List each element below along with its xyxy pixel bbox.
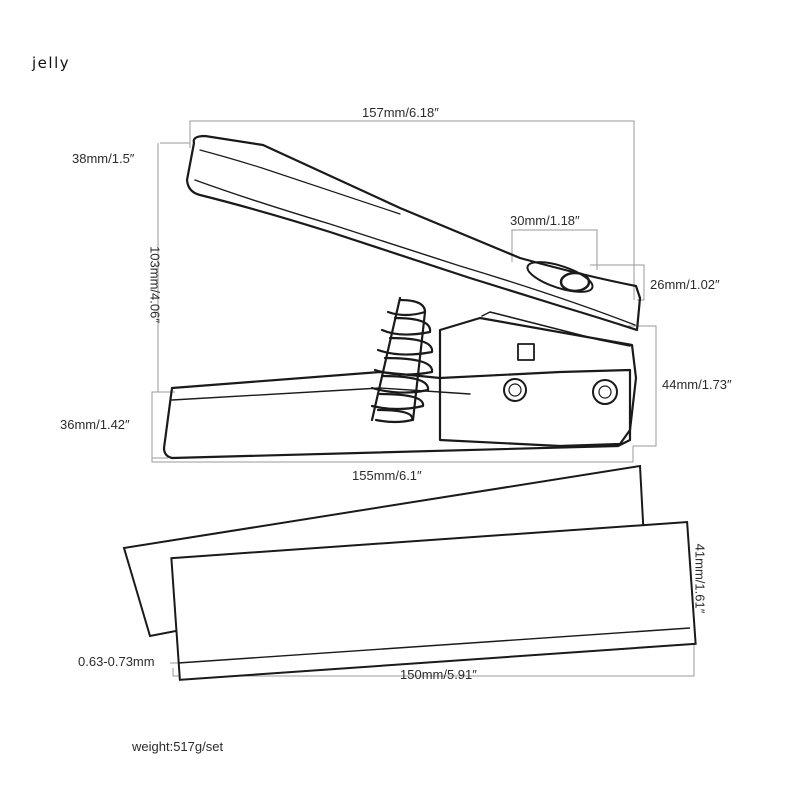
dim-strip-length-label: 150mm/5.91″ — [400, 667, 477, 682]
dim-strip-thickness-label: 0.63-0.73mm — [78, 654, 155, 669]
strip-front — [170, 521, 697, 681]
dim-slot-width-label: 30mm/1.18″ — [510, 213, 580, 228]
dim-base-length-label: 155mm/6.1″ — [352, 468, 422, 483]
dim-line-base-length — [151, 446, 634, 463]
dim-line-base-height — [151, 391, 170, 459]
dim-base-height-label: 36mm/1.42″ — [60, 417, 130, 432]
dim-total-height-label: 103mm/4.06″ — [147, 246, 163, 323]
weight-label: weight:517g/set — [132, 739, 224, 754]
punch-tool-illustration — [162, 134, 642, 460]
brand-label: jelly — [32, 54, 71, 72]
dim-front-height-label: 44mm/1.73″ — [662, 377, 732, 392]
base-lever — [162, 368, 632, 460]
dim-top-width-label: 157mm/6.18″ — [362, 105, 439, 120]
lever-slot — [526, 261, 594, 293]
front-housing — [438, 316, 638, 448]
dim-line-top-width — [189, 120, 635, 300]
dim-slot-height-label: 26mm/1.02″ — [650, 277, 720, 292]
dim-top-height-label: 38mm/1.5″ — [72, 151, 135, 166]
dim-line-slot-width — [511, 229, 598, 270]
pin-block — [517, 343, 535, 361]
spring — [370, 296, 434, 424]
top-lever — [185, 134, 642, 332]
screw-right — [592, 379, 618, 405]
card-strips — [122, 464, 697, 681]
dim-line-strip-length — [172, 636, 695, 677]
dim-strip-height-label: 41mm/1.61″ — [692, 543, 708, 614]
screw-left — [503, 378, 527, 402]
dim-line-front-height — [628, 325, 657, 447]
